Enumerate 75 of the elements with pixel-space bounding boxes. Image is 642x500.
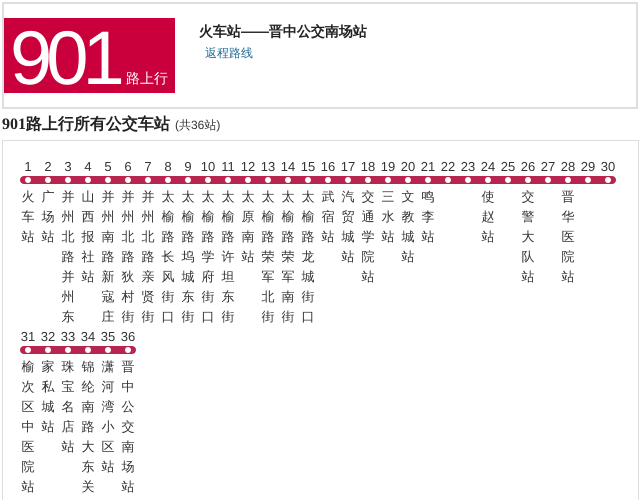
- stop-name: 太榆路坞城东街: [182, 188, 194, 326]
- stop-name: 并州北路狄村街: [122, 188, 134, 326]
- stop-name: 太榆路龙城街口: [302, 188, 314, 326]
- stop-name: 并州北路亲贤街: [142, 188, 154, 326]
- stop-number: 33: [60, 330, 76, 344]
- stop-number: 25: [500, 160, 516, 174]
- route-number-badge: [4, 18, 175, 93]
- stop-number: 15: [300, 160, 316, 174]
- stop-name: 太榆路长风街口: [162, 188, 174, 326]
- stop-number: 5: [104, 160, 112, 174]
- stop-number: 17: [340, 160, 356, 174]
- direction-label: 路上行: [126, 70, 168, 87]
- stop-name: 山西报社站: [82, 188, 94, 286]
- stop-name: 交通学院站: [362, 188, 374, 286]
- stop-number: 36: [120, 330, 136, 344]
- stop-name: 并州北路并州东: [62, 188, 74, 326]
- stop-name: 广场站: [42, 188, 54, 246]
- section-heading: 901路上行所有公交车站: [2, 115, 170, 135]
- stop-number: 21: [420, 160, 436, 174]
- stop-name: 太榆路学府街口: [202, 188, 214, 326]
- route-number: 901: [10, 29, 119, 89]
- stop-number: 35: [100, 330, 116, 344]
- stop-number: 16: [320, 160, 336, 174]
- stop-number: 9: [184, 160, 192, 174]
- stop-number: 34: [80, 330, 96, 344]
- stop-name: 文教城站: [402, 188, 414, 266]
- stop-number: 6: [124, 160, 132, 174]
- route-title: 火车站——晋中公交南场站: [199, 22, 367, 40]
- stop-number: 26: [520, 160, 536, 174]
- stop-number: 1: [24, 160, 32, 174]
- stop-name: 武宿站: [322, 188, 334, 246]
- stop-number: 20: [400, 160, 416, 174]
- stop-number: 10: [200, 160, 216, 174]
- stop-name: 汽贸城站: [342, 188, 354, 266]
- stop-number: 27: [540, 160, 556, 174]
- stop-name: 太榆路荣军北街: [262, 188, 274, 326]
- stop-number: 23: [460, 160, 476, 174]
- stop-number: 24: [480, 160, 496, 174]
- stop-count: (共36站): [175, 117, 220, 133]
- stop-name: 晋中公交南场站: [122, 358, 134, 496]
- stop-name: 太原南站: [242, 188, 254, 266]
- stop-name: 三水站: [382, 188, 394, 246]
- stop-number: 7: [144, 160, 152, 174]
- stop-name: 太榆路荣军南街: [282, 188, 294, 326]
- stop-name: 锦纶南路大东关: [82, 358, 94, 496]
- stop-number: 30: [600, 160, 616, 174]
- stop-number: 12: [240, 160, 256, 174]
- stop-name: 榆次区中医院站: [22, 358, 34, 496]
- stop-number: 31: [20, 330, 36, 344]
- stop-number: 18: [360, 160, 376, 174]
- stop-number: 32: [40, 330, 56, 344]
- stop-name: 太榆路许坦东街: [222, 188, 234, 326]
- stops-panel: [2, 140, 639, 500]
- stop-number: 4: [84, 160, 92, 174]
- stop-number: 3: [64, 160, 72, 174]
- stop-name: 家私城站: [42, 358, 54, 436]
- stop-number: 28: [560, 160, 576, 174]
- stop-number: 11: [221, 160, 235, 174]
- route-header-panel: [2, 2, 638, 109]
- stop-number: 22: [440, 160, 456, 174]
- stop-number: 14: [280, 160, 296, 174]
- stop-number: 8: [164, 160, 172, 174]
- return-route-link: 返程路线: [205, 45, 253, 61]
- stop-number: 13: [260, 160, 276, 174]
- stop-number: 29: [580, 160, 596, 174]
- stop-name: 火车站: [22, 188, 34, 246]
- stop-number: 19: [380, 160, 396, 174]
- stop-name: 晋华医院站: [562, 188, 574, 286]
- stop-name: 潇河湾小区站: [102, 358, 114, 476]
- stop-name: 使赵站: [482, 188, 494, 246]
- stop-number: 2: [44, 160, 52, 174]
- stop-name: 并州南路新寇庄: [102, 188, 114, 326]
- stop-name: 鸣李站: [422, 188, 434, 246]
- stop-name: 交警大队站: [522, 188, 534, 286]
- stop-name: 珠宝名店站: [62, 358, 74, 456]
